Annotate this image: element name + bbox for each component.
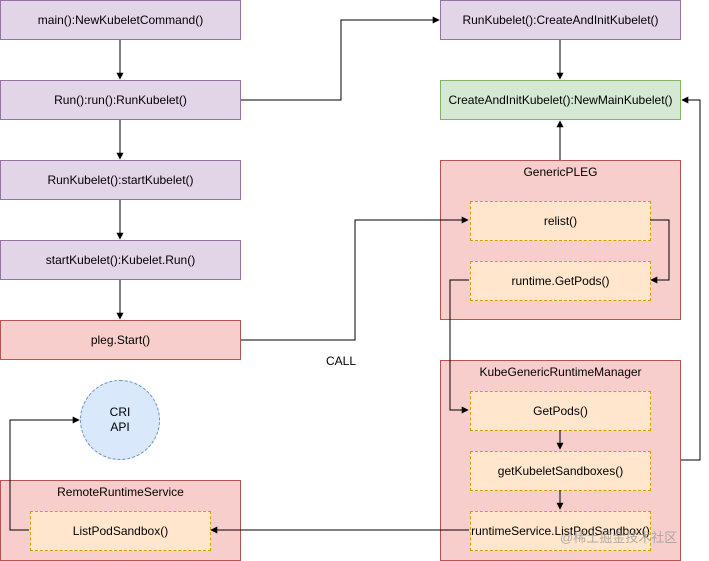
node-label: runtime.GetPods() <box>511 274 610 288</box>
node-create-and-init-kubelet: RunKubelet():CreateAndInitKubelet() <box>440 0 681 40</box>
watermark: @稀土掘金技术社区 <box>560 530 678 545</box>
node-label: runtimeService.ListPodSandbox() <box>471 524 650 538</box>
node-runtime-get-pods: runtime.GetPods() <box>470 261 651 301</box>
node-get-kubelet-sandboxes: getKubeletSandboxes() <box>470 451 651 491</box>
container-title: GenericPLEG <box>523 165 598 179</box>
cri-api-circle: CRI API <box>80 380 160 460</box>
container-generic-pleg: GenericPLEG relist() runtime.GetPods() <box>440 160 681 320</box>
container-title: RemoteRuntimeService <box>57 485 184 499</box>
node-label: GetPods() <box>533 404 588 418</box>
node-new-main-kubelet: CreateAndInitKubelet():NewMainKubelet() <box>440 80 681 120</box>
edge-run-to-create-and-init <box>241 16 440 101</box>
node-list-pod-sandbox: ListPodSandbox() <box>30 511 211 551</box>
edge-pleg-start-to-relist <box>241 216 469 341</box>
circle-label-line2: API <box>110 420 130 434</box>
node-label: relist() <box>543 214 578 228</box>
circle-label-line1: CRI <box>109 405 131 419</box>
node-run-kubelet: Run():run():RunKubelet() <box>0 80 241 120</box>
node-label: RunKubelet():CreateAndInitKubelet() <box>462 13 659 27</box>
node-label: RunKubelet():startKubelet() <box>47 173 194 187</box>
node-label: main():NewKubeletCommand() <box>37 13 204 27</box>
edge-label-call: CALL <box>326 354 357 368</box>
node-label: CreateAndInitKubelet():NewMainKubelet() <box>448 93 673 107</box>
node-start-kubelet: RunKubelet():startKubelet() <box>0 160 241 200</box>
node-get-pods: GetPods() <box>470 391 651 431</box>
node-label: startKubelet():Kubelet.Run() <box>45 253 196 267</box>
container-title: KubeGenericRuntimeManager <box>479 365 642 379</box>
container-kube-generic-runtime-manager: KubeGenericRuntimeManager GetPods() getK… <box>440 360 681 561</box>
node-kubelet-run: startKubelet():Kubelet.Run() <box>0 240 241 280</box>
container-remote-runtime-service: RemoteRuntimeService ListPodSandbox() <box>0 480 241 561</box>
node-pleg-start: pleg.Start() <box>0 320 241 360</box>
node-label: ListPodSandbox() <box>72 524 169 538</box>
node-label: Run():run():RunKubelet() <box>54 93 187 107</box>
node-label: getKubeletSandboxes() <box>497 464 624 478</box>
node-runtime-service-list-pod-sandbox: runtimeService.ListPodSandbox() <box>470 511 651 551</box>
node-label: pleg.Start() <box>90 333 151 347</box>
node-main-new-kubelet-command: main():NewKubeletCommand() <box>0 0 241 40</box>
edge-sandboxes-to-new-main <box>681 96 701 461</box>
node-relist: relist() <box>470 201 651 241</box>
